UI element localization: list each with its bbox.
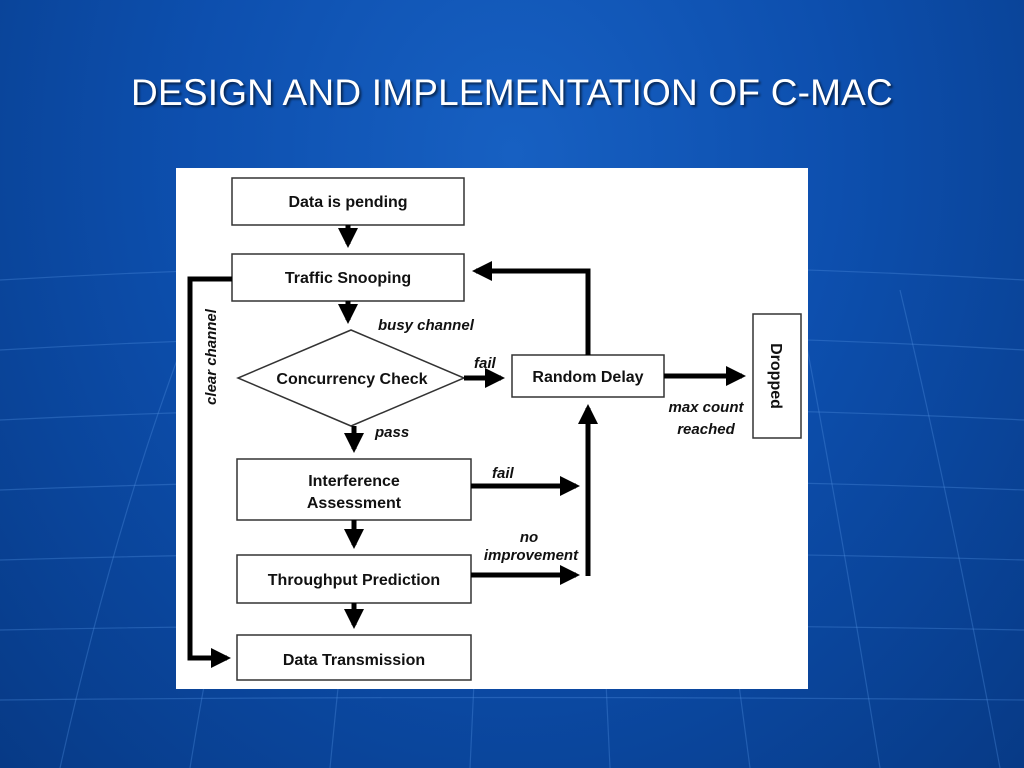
slide-title: DESIGN AND IMPLEMENTATION OF C-MAC [131,72,893,113]
data-pending-label: Data is pending [288,194,407,211]
interference-label-line1: Interference [308,473,400,490]
concurrency-check-label: Concurrency Check [276,371,427,388]
pass-label: pass [374,424,409,441]
interference-assessment-box [236,458,472,521]
throughput-prediction-box [236,554,472,604]
arrow-delay-back-to-snooping [472,261,591,355]
no-improvement-label-line1: no [520,529,538,546]
random-delay-box [511,354,665,398]
max-count-label-line1: max count [668,399,744,416]
data-transmission-box [236,634,472,681]
fail-interference-label: fail [492,465,515,482]
data-pending-box [231,177,465,226]
fail-concurrency-label: fail [474,355,497,372]
concurrency-check-diamond [236,329,466,427]
data-transmission-label: Data Transmission [283,652,425,669]
random-delay-label: Random Delay [532,369,643,386]
flowchart-figure: Data is pending Traffic Snooping Concurr… [176,168,808,689]
dropped-label: Dropped [767,343,784,409]
clear-channel-label: clear channel [203,308,220,405]
interference-label-line2: Assessment [307,495,402,512]
dropped-box [752,313,802,439]
no-improvement-label-line2: improvement [484,547,579,564]
arrow-clear-channel-bypass [187,276,232,668]
flowchart-svg: Data is pending Traffic Snooping Concurr… [187,177,802,681]
max-count-label-line2: reached [677,421,735,438]
traffic-snooping-label: Traffic Snooping [285,270,411,287]
throughput-prediction-label: Throughput Prediction [268,572,440,589]
traffic-snooping-box [231,253,465,302]
busy-channel-label: busy channel [378,317,475,334]
